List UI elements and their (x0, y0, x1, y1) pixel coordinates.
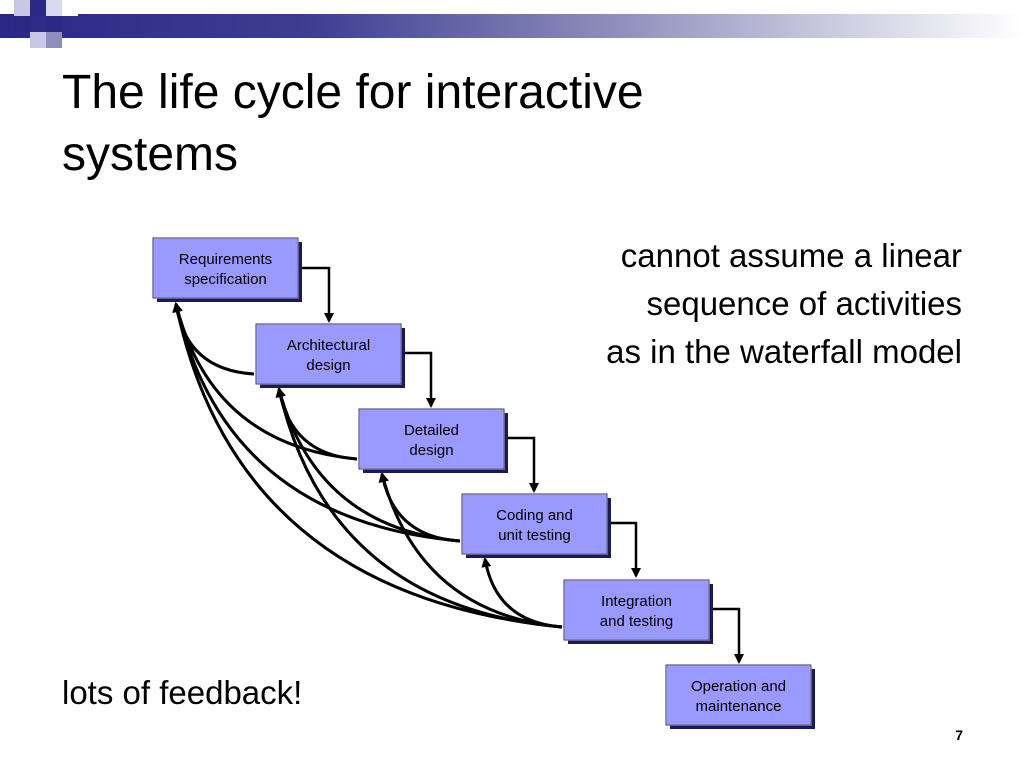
stage-label: unit testing (498, 527, 571, 544)
decorative-square (30, 0, 46, 16)
stage-label: Coding and (496, 507, 573, 524)
feedback-arrow (275, 387, 563, 629)
title-line: systems (62, 128, 239, 181)
stage-label: maintenance (696, 698, 782, 715)
feedback-arrow (173, 302, 358, 461)
forward-arrow (506, 436, 539, 493)
note-line: sequence of activities (646, 285, 962, 322)
slide-title: The life cycle for interactive systems (62, 62, 962, 186)
decorative-square (46, 16, 62, 32)
stage-label: Requirements (179, 251, 272, 268)
stage-label: Operation and (691, 678, 786, 695)
feedback-arrow (172, 302, 563, 629)
stage-label: specification (184, 271, 267, 288)
stage-label: Detailed (404, 422, 459, 439)
feedback-arrow (276, 387, 461, 543)
decorative-square (14, 0, 30, 16)
page-number: 7 (955, 727, 963, 743)
feedback-arrow (172, 302, 461, 543)
stage-architectural-design: Architectural design (255, 323, 405, 388)
stage-label: design (409, 442, 453, 459)
stage-detailed-design: Detailed design (358, 408, 508, 473)
forward-arrow (711, 607, 744, 664)
stage-label: Architectural (287, 337, 370, 354)
forward-arrow (403, 351, 436, 408)
forward-arrow (609, 521, 641, 578)
stage-label: and testing (600, 613, 673, 630)
decorative-square (46, 32, 62, 48)
stage-requirements: Requirements specification (152, 237, 302, 302)
decorative-square (46, 0, 62, 16)
stage-coding-and-unit-testing: Coding and unit testing (461, 493, 611, 558)
feedback-note: lots of feedback! (62, 674, 303, 711)
forward-connectors (300, 266, 744, 664)
decorative-square (14, 16, 30, 32)
decorative-square (30, 32, 46, 48)
feedback-arrow (379, 472, 563, 629)
note-line: cannot assume a linear (620, 237, 962, 274)
title-line: The life cycle for interactive (62, 66, 644, 119)
note-line: as in the waterfall model (606, 333, 962, 370)
forward-arrow (300, 266, 334, 323)
waterfall-note: cannot assume a linear sequence of activ… (442, 232, 962, 376)
stage-label: design (306, 357, 350, 374)
stage-integration-and-testing: Integration and testing (563, 579, 713, 644)
decorative-square (62, 0, 78, 16)
header-gradient-bar (0, 14, 1024, 38)
stage-label: Integration (601, 593, 672, 610)
feedback-arrows (172, 302, 563, 629)
feedback-arrow (481, 557, 563, 629)
stage-operation-and-maintenance: Operation and maintenance (665, 664, 815, 729)
